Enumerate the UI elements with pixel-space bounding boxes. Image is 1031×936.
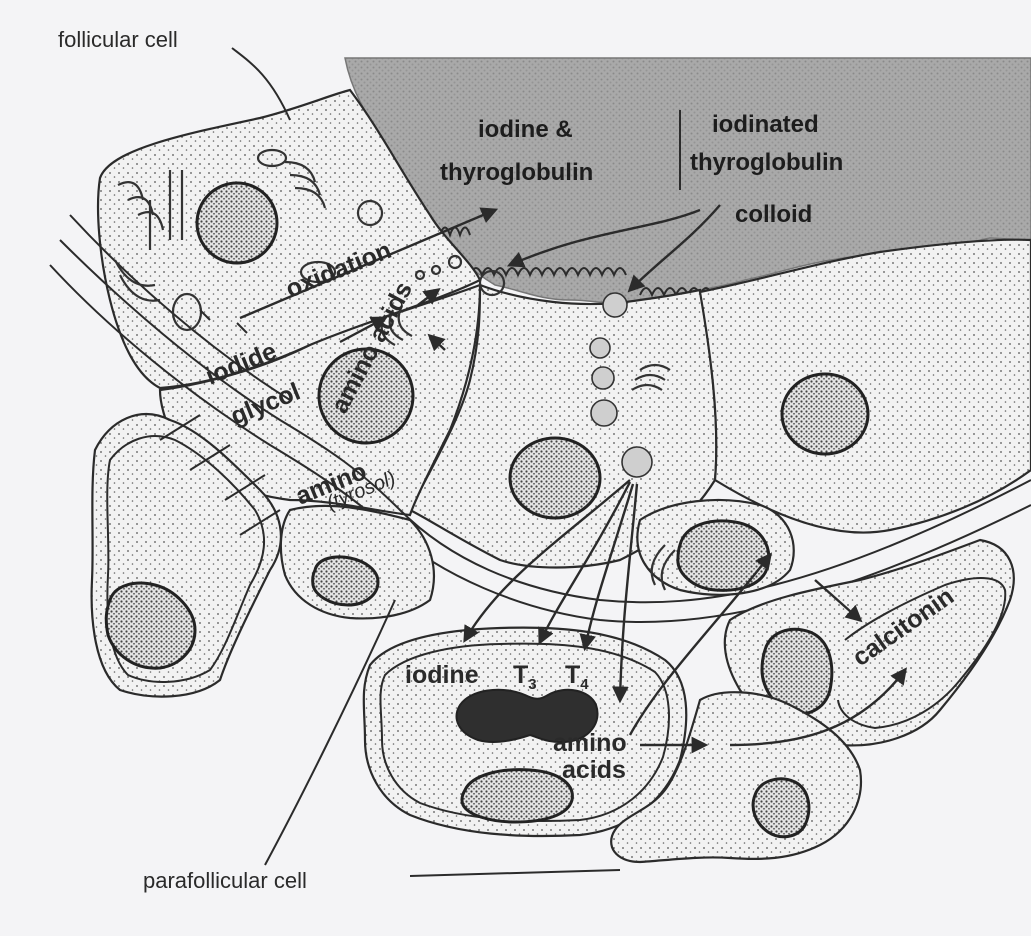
colloid-droplet-2	[590, 338, 610, 358]
label-iodine-and: iodine &	[478, 116, 573, 143]
colloid-droplet-5	[622, 447, 652, 477]
parafollicular-nucleus	[313, 557, 378, 605]
label-iodinated-thyroglobulin: thyroglobulin	[690, 149, 843, 176]
follicular-nucleus-right	[782, 374, 868, 454]
follicular-nucleus-center	[510, 438, 600, 518]
label-acids-bottom: acids	[562, 756, 626, 784]
label-colloid: colloid	[735, 201, 812, 228]
right-follicular-cell	[700, 240, 1031, 533]
label-iodine-bottom: iodine	[405, 661, 479, 689]
label-iodinated: iodinated	[712, 111, 819, 138]
small-right-nucleus	[678, 521, 769, 590]
colloid-droplet-4	[591, 400, 617, 426]
colloid-droplet-3	[592, 367, 614, 389]
endothelial-nucleus	[462, 770, 572, 822]
parafollicular-cell-leader-2	[410, 870, 620, 876]
label-follicular-cell: follicular cell	[58, 27, 178, 52]
lower-right-nucleus	[753, 779, 809, 837]
label-amino-bottom: amino	[553, 729, 627, 757]
follicular-nucleus-top	[197, 183, 277, 263]
colloid-droplet-1	[603, 293, 627, 317]
label-parafollicular-cell: parafollicular cell	[143, 868, 307, 893]
follicular-cell-leader	[232, 48, 290, 120]
label-thyroglobulin: thyroglobulin	[440, 159, 593, 186]
